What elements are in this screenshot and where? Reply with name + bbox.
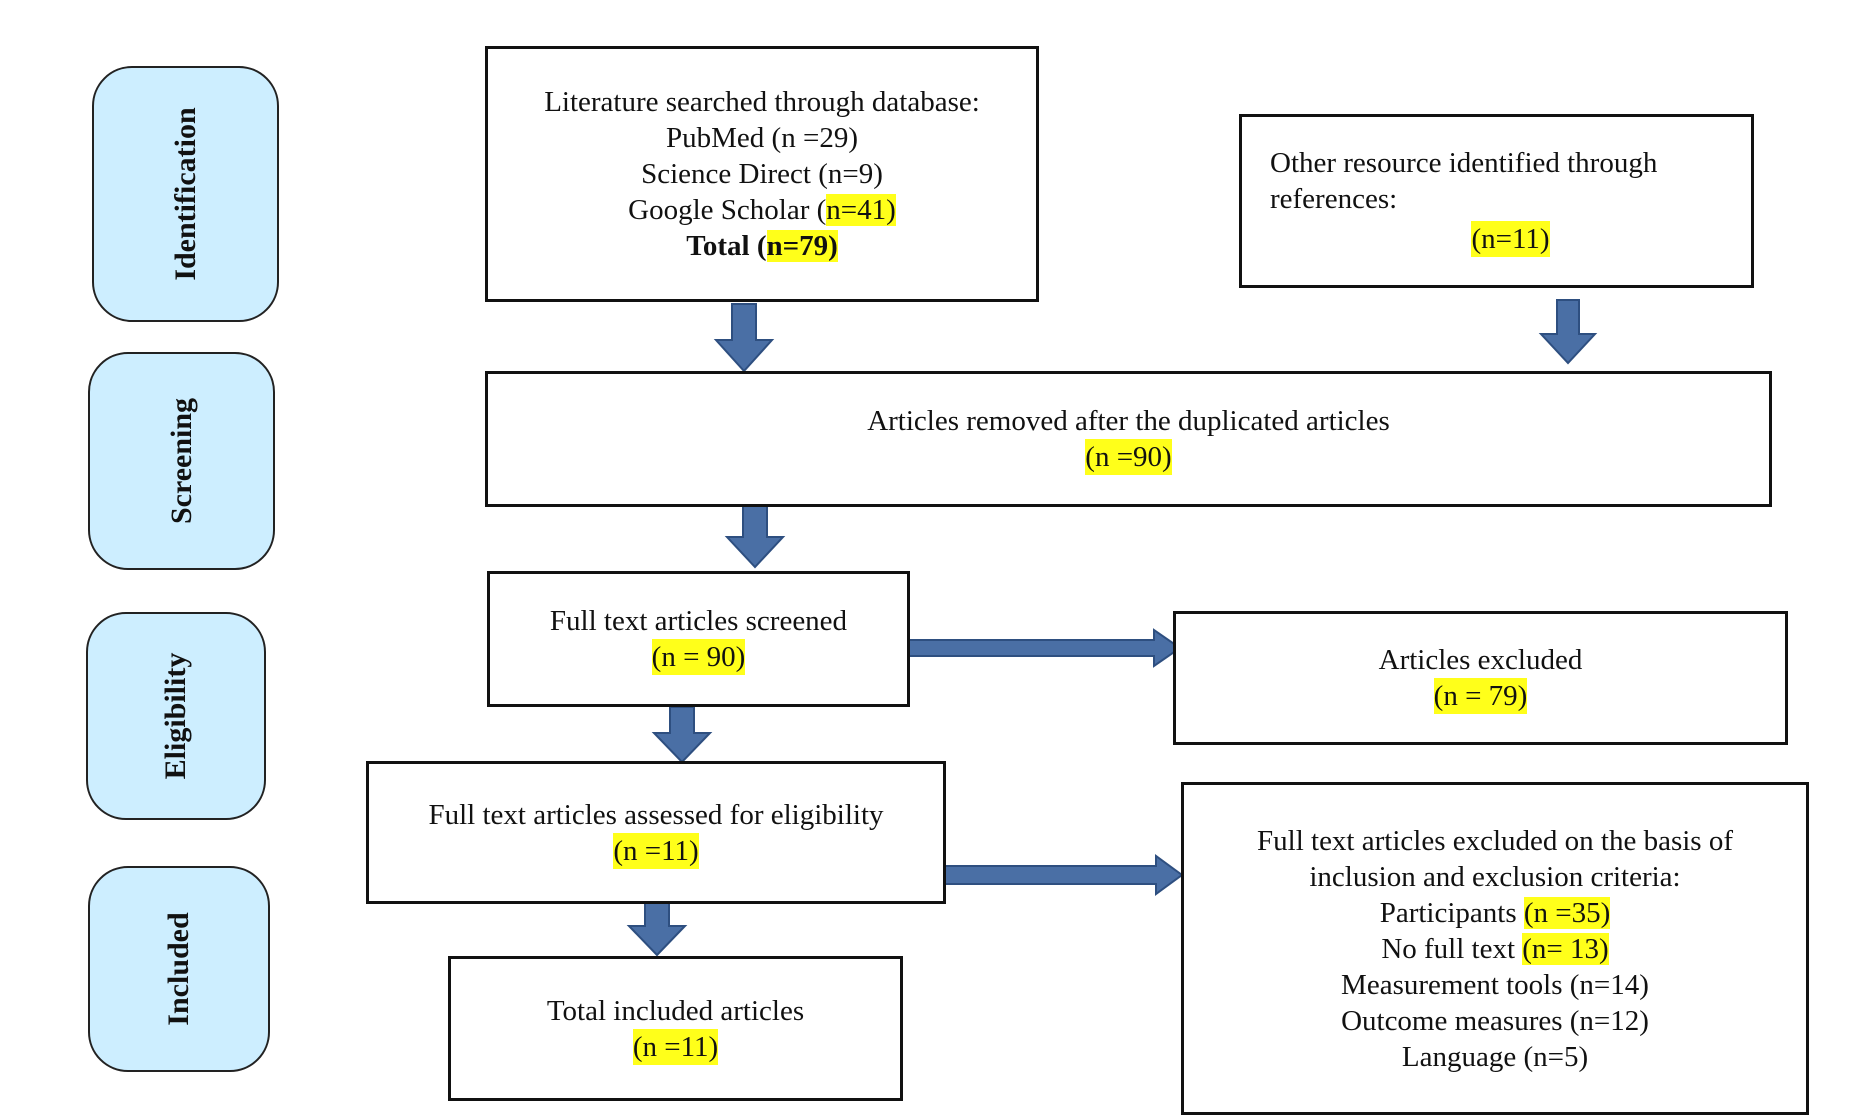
- phase-eligibility: Eligibility: [86, 612, 266, 820]
- google-scholar-line: Google Scholar (n=41): [628, 192, 896, 228]
- database-search-box: Literature searched through database: Pu…: [485, 46, 1039, 302]
- database-total-count: n=79): [766, 230, 838, 262]
- no-full-text-label: No full text: [1381, 932, 1523, 965]
- outcome-measures-line: Outcome measures (n=12): [1341, 1004, 1649, 1037]
- google-scholar-label: Google Scholar (: [628, 194, 827, 226]
- database-total-label: Total (: [686, 230, 767, 262]
- assessed-label: Full text articles assessed for eligibil…: [428, 798, 884, 831]
- arrow-assessed-to-excluded-criteria: [944, 854, 1184, 896]
- assessed-box: Full text articles assessed for eligibil…: [366, 761, 946, 904]
- phase-included: Included: [88, 866, 270, 1072]
- other-resources-count: (n=11): [1471, 221, 1550, 257]
- language-line: Language (n=5): [1401, 1040, 1589, 1073]
- excluded-count: (n = 79): [1433, 678, 1528, 714]
- arrow-assessed-to-included: [626, 898, 688, 957]
- included-box: Total included articles (n =11): [448, 956, 903, 1101]
- phase-identification: Identification: [92, 66, 279, 322]
- science-direct-count: Science Direct (n=9): [641, 158, 883, 190]
- assessed-count: (n =11): [613, 832, 699, 869]
- excluded-box: Articles excluded (n = 79): [1173, 611, 1788, 745]
- arrow-duplicates-to-screened: [724, 504, 786, 569]
- arrow-screened-to-excluded: [906, 628, 1182, 668]
- phase-screening: Screening: [88, 352, 275, 570]
- pubmed-count: PubMed (n =29): [666, 122, 858, 154]
- included-count: (n =11): [632, 1028, 719, 1065]
- participants-count: (n =35): [1523, 896, 1611, 929]
- google-scholar-count: n=41): [826, 194, 896, 226]
- other-resources-line2: references:: [1270, 183, 1398, 215]
- duplicates-removed-label: Articles removed after the duplicated ar…: [867, 405, 1390, 437]
- duplicates-removed-count: (n =90): [1085, 439, 1172, 475]
- duplicates-removed-box: Articles removed after the duplicated ar…: [485, 371, 1772, 507]
- arrow-other-to-duplicates: [1538, 299, 1598, 365]
- excluded-label: Articles excluded: [1378, 644, 1583, 676]
- other-resources-line1: Other resource identified through: [1270, 147, 1658, 179]
- included-label: Total included articles: [546, 994, 805, 1027]
- database-total-line: Total (n=79): [686, 228, 838, 264]
- screened-box: Full text articles screened (n = 90): [487, 571, 910, 707]
- excluded-criteria-line2: inclusion and exclusion criteria:: [1309, 860, 1681, 893]
- arrow-database-to-duplicates: [713, 303, 775, 373]
- participants-line: Participants (n =35): [1380, 895, 1611, 931]
- no-full-text-count: (n= 13): [1522, 932, 1609, 965]
- no-full-text-line: No full text (n= 13): [1381, 931, 1609, 967]
- measurement-tools-line: Measurement tools (n=14): [1341, 968, 1649, 1001]
- other-resources-box: Other resource identified through refere…: [1239, 114, 1754, 288]
- arrow-screened-to-assessed: [651, 706, 713, 764]
- screened-label: Full text articles screened: [549, 605, 848, 637]
- excluded-criteria-line1: Full text articles excluded on the basis…: [1257, 824, 1733, 857]
- excluded-criteria-box: Full text articles excluded on the basis…: [1181, 782, 1809, 1115]
- screened-count: (n = 90): [651, 639, 746, 675]
- database-search-heading: Literature searched through database:: [544, 86, 980, 118]
- participants-label: Participants: [1379, 896, 1524, 929]
